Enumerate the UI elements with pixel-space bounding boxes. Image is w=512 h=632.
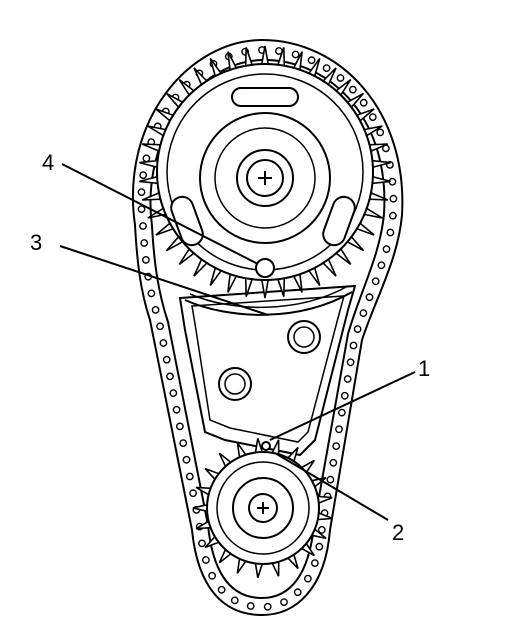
chain-link-pin: [348, 85, 357, 94]
chain-link-pin: [291, 50, 300, 59]
leader-line-1: [269, 371, 416, 441]
chain-link-pin: [322, 64, 331, 73]
chain-link-pin: [156, 322, 165, 331]
chain-link-pin: [137, 205, 146, 214]
callout-2: 2: [392, 520, 404, 545]
chain-link-pin: [386, 228, 395, 237]
chain-link-pin: [208, 571, 217, 580]
chain-link-pin: [141, 255, 150, 264]
leader-line-4: [61, 163, 259, 265]
chain-link-pin: [142, 154, 151, 163]
chain-link-pin: [147, 289, 156, 298]
chain-link-pin: [280, 598, 288, 606]
chain-link-pin: [172, 405, 181, 414]
chain-link-pin: [368, 113, 377, 122]
chain-link-pin: [349, 341, 358, 350]
chain-link-pin: [159, 339, 168, 347]
chain-inner-edge: [149, 58, 386, 600]
chain-link-pin: [137, 188, 146, 197]
chain-link-pin: [166, 372, 174, 381]
crank-timing-mark: [261, 441, 271, 451]
chain-link-pin: [162, 355, 171, 364]
crank-bolt-cross: [257, 502, 269, 514]
chain-link-pin: [169, 389, 178, 397]
cam-slot-right: [322, 195, 356, 247]
callout-3: 3: [30, 230, 42, 255]
chain-link-pin: [337, 408, 346, 417]
chain-link-pin: [139, 222, 147, 230]
chain-link-pin: [230, 596, 239, 605]
camshaft-sprocket: [139, 45, 391, 299]
chain-link-pin: [365, 293, 374, 302]
chain-link-pin: [346, 358, 355, 367]
cam-hub-mid: [214, 127, 316, 229]
chain-link-pin: [198, 539, 206, 548]
cam-bolt-cross: [258, 171, 272, 185]
callout-leaders: [59, 163, 416, 521]
chain-link-pin: [326, 475, 335, 484]
guide-shoe-inner: [189, 285, 349, 308]
chain-link-pin: [315, 542, 324, 551]
chain-link-pin: [336, 74, 345, 82]
chain-link-pin: [343, 375, 352, 383]
chain-link-pin: [303, 574, 312, 583]
guide-outline: [178, 284, 357, 457]
guide-hole-lower-inner: [224, 373, 246, 395]
chain-link-pin: [189, 489, 198, 498]
cam-timing-mark: [255, 258, 275, 278]
callout-4: 4: [42, 150, 54, 175]
guide-hole-upper-inner: [293, 326, 315, 348]
chain-tensioner-guide: [178, 284, 357, 457]
leader-line-3: [59, 245, 269, 316]
guide-hole-upper: [287, 320, 321, 354]
guide-hole-lower: [218, 367, 252, 401]
chain-link-pin: [246, 602, 255, 610]
chain-link-pin: [175, 422, 184, 431]
chain-link-pin: [340, 391, 349, 400]
chain-link-pin: [185, 472, 194, 481]
chain-link-pin: [371, 277, 380, 286]
chain-link-pin: [389, 194, 398, 203]
chain-link-pin: [317, 526, 326, 534]
chain-link-pin: [335, 425, 343, 434]
cam-slot-top: [231, 87, 299, 107]
chain-link-pin: [201, 556, 210, 564]
chain-link-pin: [376, 128, 385, 137]
guide-inner: [191, 295, 346, 443]
crankshaft-sprocket: [192, 437, 333, 579]
chain-link-pin: [263, 602, 272, 611]
chain-outer-edge: [132, 38, 404, 617]
chain-link-pin: [140, 239, 149, 247]
chain-link-pin: [377, 261, 386, 270]
chain-link-pin: [179, 439, 188, 447]
chain-link-pin: [359, 309, 368, 317]
chain-link-pin: [388, 211, 397, 220]
chain-link-pin: [293, 588, 302, 597]
callout-1: 1: [418, 356, 430, 381]
cam-slot-left: [170, 195, 204, 247]
chain-link-pin: [353, 325, 362, 333]
chain-link-pin: [310, 559, 319, 567]
chain-link-pin: [307, 56, 316, 65]
chain-link-pin: [332, 442, 341, 450]
callout-labels: 1 2 3 4: [30, 150, 430, 545]
chain-link-pin: [329, 458, 338, 467]
chain-link-pin: [139, 171, 148, 180]
chain-link-pin: [382, 245, 391, 254]
chain-link-pin: [217, 585, 226, 594]
chain-link-pin: [151, 305, 160, 314]
leader-line-2: [274, 452, 389, 521]
chain-link-pin: [182, 455, 191, 464]
crank-sprocket-rim-inner: [216, 461, 310, 555]
chain-link-pin: [359, 98, 368, 107]
